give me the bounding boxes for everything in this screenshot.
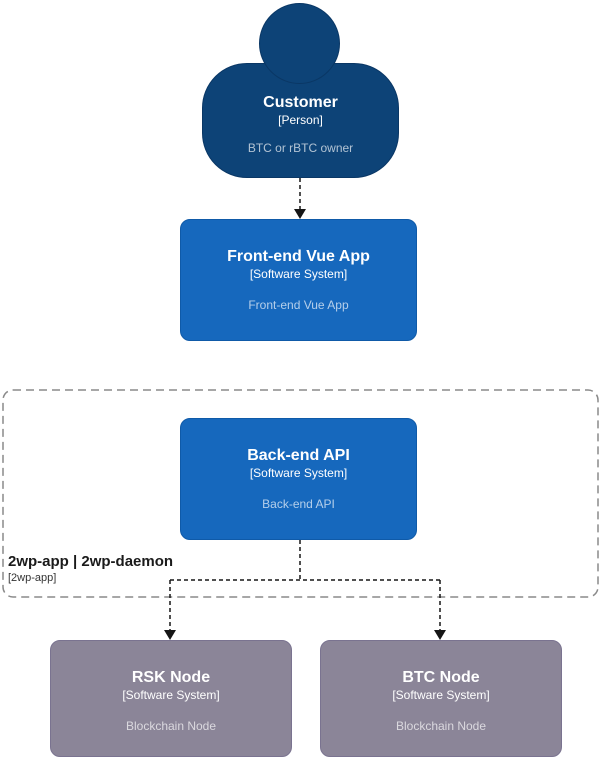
- backend-system-node[interactable]: Back-end API [Software System] Back-end …: [180, 418, 417, 540]
- customer-name: Customer: [263, 94, 338, 111]
- frontend-description: Front-end Vue App: [248, 298, 349, 312]
- arrowhead-backend-btc: [434, 630, 446, 640]
- arrowhead-customer-frontend: [294, 209, 306, 219]
- customer-person-node[interactable]: Customer [Person] BTC or rBTC owner: [202, 63, 399, 178]
- frontend-system-node[interactable]: Front-end Vue App [Software System] Fron…: [180, 219, 417, 341]
- boundary-subtitle: [2wp-app]: [8, 572, 57, 584]
- frontend-name: Front-end Vue App: [227, 248, 370, 265]
- boundary-label: 2wp-app | 2wp-daemon [2wp-app]: [8, 553, 173, 585]
- btc-node[interactable]: BTC Node [Software System] Blockchain No…: [320, 640, 562, 757]
- rsk-name: RSK Node: [131, 669, 211, 686]
- person-head-icon: [259, 3, 340, 84]
- backend-description: Back-end API: [262, 497, 335, 511]
- boundary-title: 2wp-app | 2wp-daemon: [8, 553, 174, 570]
- customer-description: BTC or rBTC owner: [247, 141, 354, 155]
- btc-name: BTC Node: [402, 669, 480, 686]
- backend-type: [Software System]: [249, 466, 348, 480]
- arrowhead-backend-rsk: [164, 630, 176, 640]
- customer-type: [Person]: [278, 113, 323, 127]
- btc-description: Blockchain Node: [395, 719, 487, 733]
- frontend-type: [Software System]: [249, 267, 348, 281]
- backend-name: Back-end API: [247, 447, 350, 464]
- rsk-type: [Software System]: [122, 688, 220, 702]
- rsk-node[interactable]: RSK Node [Software System] Blockchain No…: [50, 640, 292, 757]
- btc-type: [Software System]: [392, 688, 490, 702]
- rsk-description: Blockchain Node: [125, 719, 217, 733]
